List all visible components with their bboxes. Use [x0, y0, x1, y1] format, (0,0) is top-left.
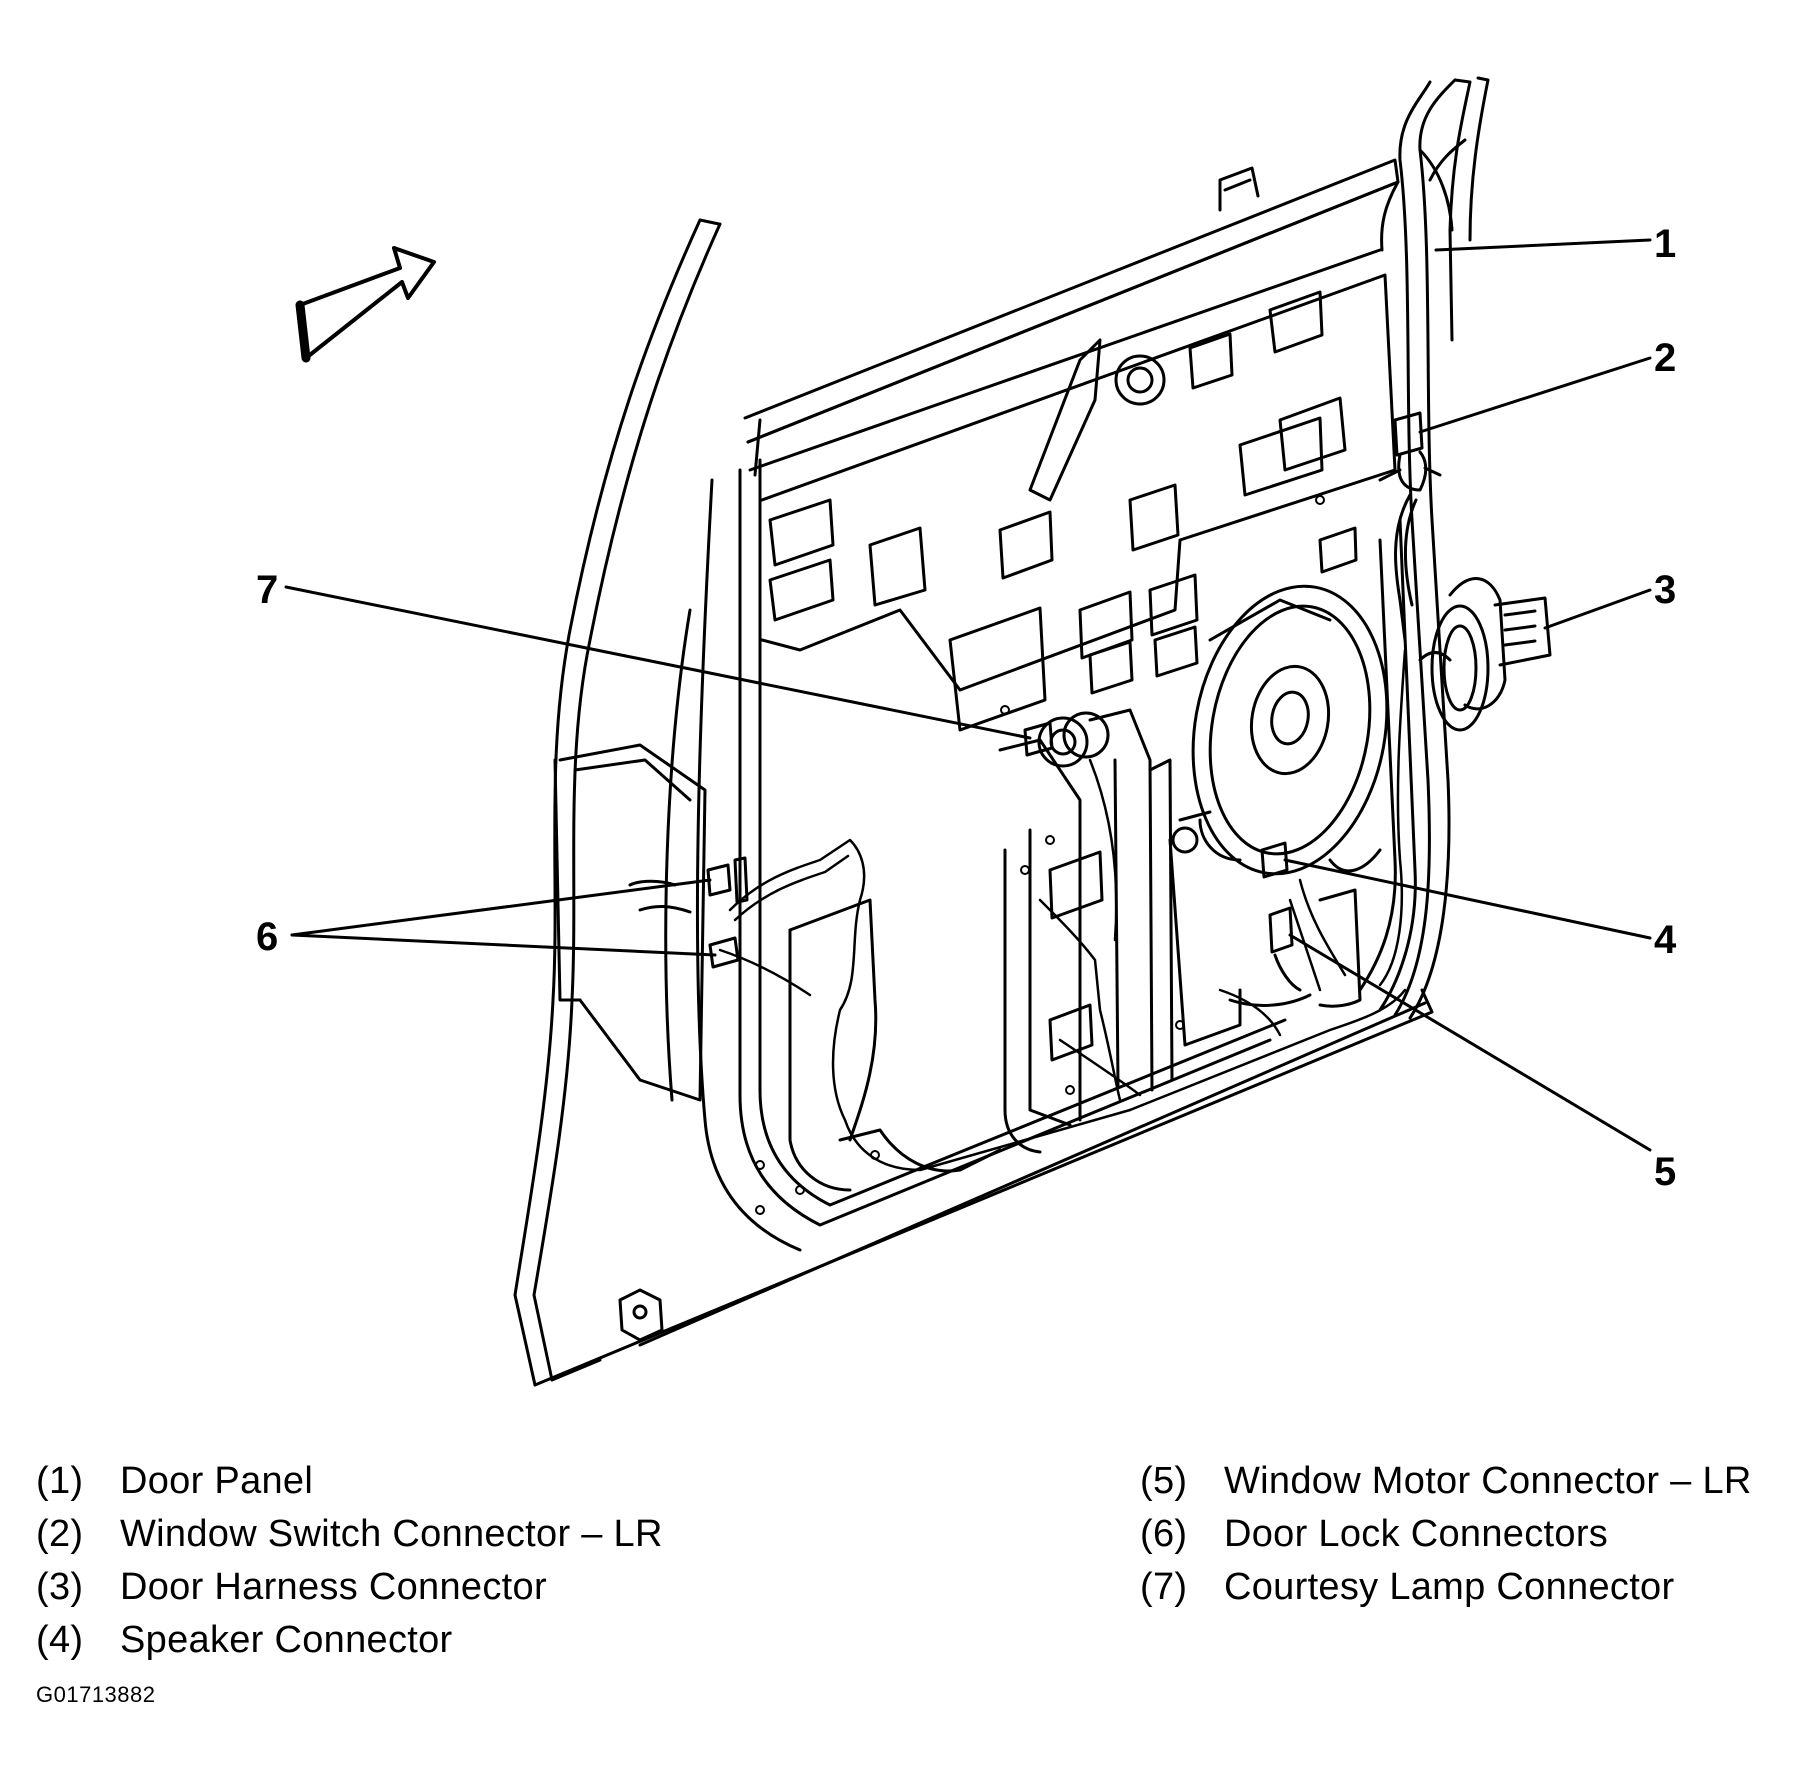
leader-line-7: [284, 585, 1032, 740]
legend-text: Door Lock Connectors: [1224, 1513, 1609, 1555]
courtesy-lamp-connector: [1023, 721, 1054, 757]
legend-item-3: (3) Door Harness Connector: [36, 1561, 663, 1614]
legend-item-6: (6) Door Lock Connectors: [1140, 1508, 1752, 1561]
door-shell: [513, 76, 1490, 1387]
speaker: [1171, 584, 1389, 876]
door-lock-connectors: [706, 856, 749, 969]
wiring-harness: [718, 648, 1407, 1172]
legend-key: (2): [36, 1513, 84, 1555]
legend-left-column: (1) Door Panel (2) Window Switch Connect…: [36, 1455, 663, 1667]
callout-6: 6: [256, 915, 278, 959]
leader-line-3: [1543, 588, 1652, 630]
leader-line-6b: [290, 933, 717, 957]
legend-item-4: (4) Speaker Connector: [36, 1614, 663, 1667]
legend-key: (4): [36, 1619, 84, 1661]
legend-text: Speaker Connector: [120, 1619, 453, 1661]
legend-item-7: (7) Courtesy Lamp Connector: [1140, 1561, 1752, 1614]
leader-line-5: [1288, 933, 1652, 1152]
callout-1: 1: [1654, 222, 1676, 266]
legend-key: (3): [36, 1566, 84, 1608]
callout-5: 5: [1654, 1150, 1676, 1194]
figure-id: G01713882: [36, 1682, 156, 1707]
legend-text: Courtesy Lamp Connector: [1224, 1566, 1675, 1608]
legend-text: Door Panel: [120, 1460, 314, 1502]
legend-key: (7): [1140, 1566, 1188, 1608]
lower-panel: [788, 838, 1362, 1192]
leader-line-2: [1418, 356, 1652, 434]
upper-trim-panel: [760, 273, 1397, 732]
legend-item-5: (5) Window Motor Connector – LR: [1140, 1455, 1752, 1508]
callout-4: 4: [1654, 918, 1677, 962]
forward-arrow-icon: [295, 246, 436, 363]
legend-item-1: (1) Door Panel: [36, 1455, 663, 1508]
leader-line-6a: [290, 878, 712, 937]
door-panel-diagram: 1 2 3 4 5 6 7: [256, 76, 1677, 1387]
leader-lines: [284, 238, 1652, 1152]
window-switch-connector-assembly: [1378, 411, 1442, 642]
mount-holes: [755, 495, 1325, 1215]
leader-line-4: [1283, 858, 1652, 940]
callout-3: 3: [1654, 568, 1676, 612]
legend-text: Window Switch Connector – LR: [120, 1513, 663, 1555]
legend-text: Door Harness Connector: [120, 1566, 547, 1608]
legend-key: (6): [1140, 1513, 1188, 1555]
callout-7: 7: [256, 568, 278, 612]
center-channels: [998, 708, 1174, 1154]
callout-numbers: 1 2 3 4 5 6 7: [256, 222, 1677, 1194]
leader-line-1: [1434, 238, 1652, 252]
window-frame: [743, 158, 1400, 477]
speaker-connector: [1260, 841, 1289, 879]
inner-frame: [664, 458, 1417, 1252]
legend-key: (1): [36, 1460, 84, 1502]
legend-key: (5): [1140, 1460, 1188, 1502]
window-motor-connector: [1268, 906, 1302, 992]
door-harness-connector-assembly: [1418, 577, 1552, 732]
legend-text: Window Motor Connector – LR: [1224, 1460, 1752, 1502]
callout-2: 2: [1654, 336, 1676, 380]
legend-right-column: (5) Window Motor Connector – LR (6) Door…: [1140, 1455, 1752, 1614]
door-lock-housing: [553, 743, 707, 1342]
legend-item-2: (2) Window Switch Connector – LR: [36, 1508, 663, 1561]
